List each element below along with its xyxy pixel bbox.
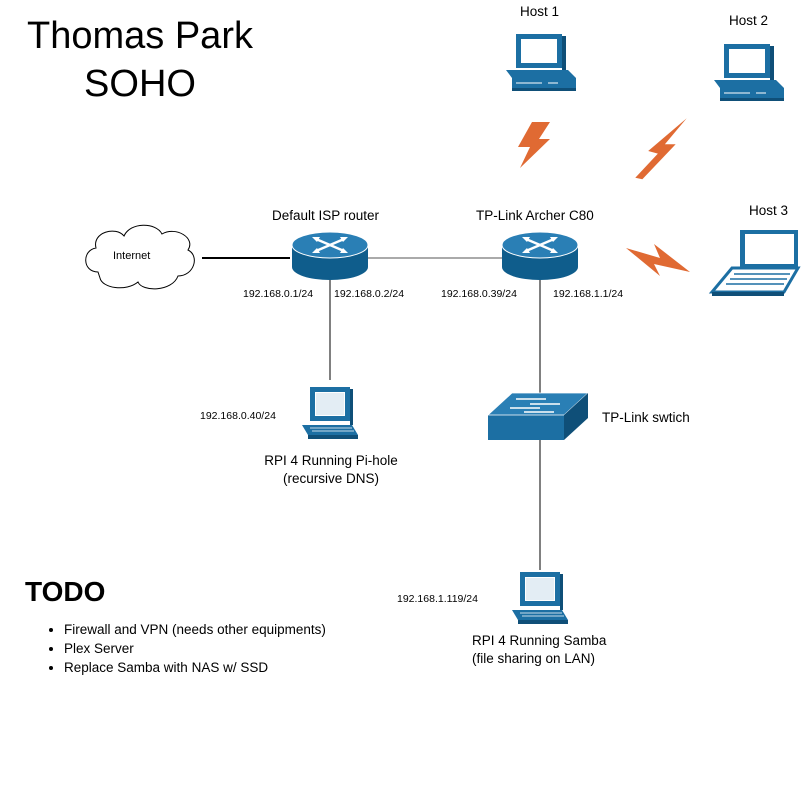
router-icon-isp — [290, 230, 370, 282]
host3-label: Host 3 — [749, 203, 789, 218]
archer-label: TP-Link Archer C80 — [476, 208, 594, 223]
laptop-icon-host3 — [710, 228, 800, 298]
wireless-bolt-icon-host1 — [518, 122, 550, 168]
title-line-2: SOHO — [84, 63, 196, 105]
host1-label: Host 1 — [520, 4, 560, 19]
links — [202, 257, 541, 570]
todo-list: Firewall and VPN (needs other equipments… — [32, 620, 326, 677]
samba-label-line-1: RPI 4 Running Samba — [472, 633, 607, 648]
router-icon-archer — [500, 230, 580, 282]
pihole-label-line-1: RPI 4 Running Pi-hole — [264, 453, 398, 468]
internet-label: Internet — [113, 250, 151, 262]
wireless-bolt-icon-host2 — [635, 118, 687, 180]
list-item: Plex Server — [64, 639, 326, 658]
workstation-icon-pihole — [301, 386, 359, 440]
workstation-icon-samba — [511, 571, 569, 625]
isp-router-label: Default ISP router — [272, 208, 380, 223]
cloud-icon — [85, 224, 195, 290]
host2-label: Host 2 — [729, 13, 769, 28]
title-line-1: Thomas Park — [27, 15, 253, 57]
samba-ip: 192.168.1.119/24 — [397, 593, 478, 605]
isp-router-ip-right: 192.168.0.2/24 — [334, 288, 405, 300]
switch-icon — [487, 392, 589, 441]
switch-label: TP-Link swtich — [602, 410, 690, 425]
isp-router-ip-left: 192.168.0.1/24 — [243, 288, 314, 300]
desktop-pc-icon-host1 — [505, 33, 577, 92]
desktop-pc-icon-host2 — [713, 43, 785, 102]
list-item: Firewall and VPN (needs other equipments… — [64, 620, 326, 639]
pihole-label-line-2: (recursive DNS) — [282, 471, 379, 486]
todo-heading: TODO — [25, 576, 106, 607]
wireless-bolt-icon-host3 — [626, 244, 690, 276]
archer-ip-left: 192.168.0.39/24 — [441, 288, 517, 300]
pihole-ip: 192.168.0.40/24 — [200, 410, 276, 422]
samba-label-line-2: (file sharing on LAN) — [472, 651, 596, 666]
list-item: Replace Samba with NAS w/ SSD — [64, 658, 326, 677]
archer-ip-right: 192.168.1.1/24 — [553, 288, 624, 300]
